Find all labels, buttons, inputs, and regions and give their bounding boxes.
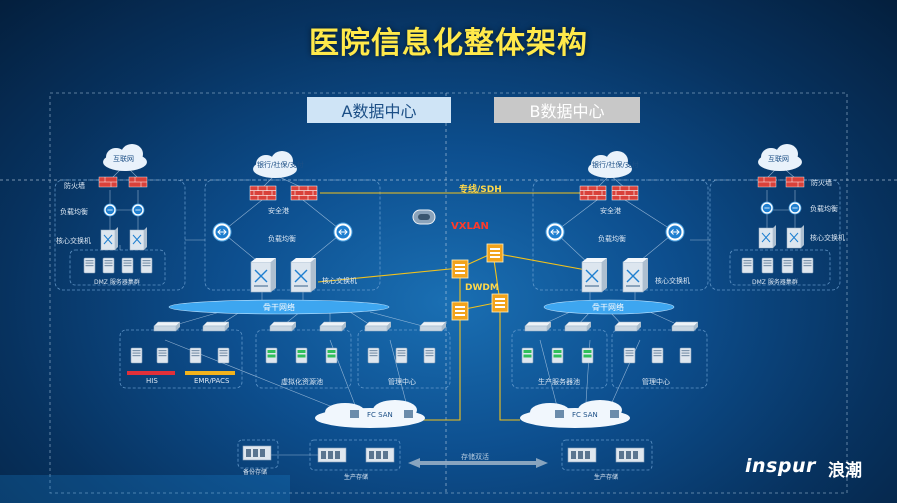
a-virt-label: 虚拟化资源池 bbox=[281, 378, 323, 386]
b-bank-label: 银行/社保/支付 bbox=[592, 161, 639, 169]
b-backbone-label: 骨干网络 bbox=[592, 303, 624, 312]
page-title: 医院信息化整体架构 bbox=[309, 26, 588, 61]
right-dmz-label: DMZ 服务器集群 bbox=[752, 279, 798, 286]
left-internet-label: 互联网 bbox=[113, 155, 134, 163]
emr-label: EMR/PACS bbox=[194, 377, 230, 385]
left-dmz-label: DMZ 服务器集群 bbox=[94, 279, 140, 286]
a-prod-storage-label: 生产存储 bbox=[344, 474, 369, 481]
left-core-label: 核心交换机 bbox=[56, 237, 91, 245]
right-core-label: 核心交换机 bbox=[810, 234, 845, 242]
left-firewall-label: 防火墙 bbox=[64, 182, 85, 190]
vxlan-label: VXLAN bbox=[451, 221, 489, 232]
left-lb-label: 负载均衡 bbox=[60, 208, 88, 216]
b-core-label: 核心交换机 bbox=[655, 277, 690, 285]
a-lb-label: 负载均衡 bbox=[268, 235, 296, 243]
a-gateway-label: 安全港 bbox=[268, 207, 289, 215]
datacenter-a-label: A数据中心 bbox=[307, 97, 451, 123]
datacenter-b-label: B数据中心 bbox=[494, 97, 640, 123]
a-backbone-label: 骨干网络 bbox=[263, 303, 295, 312]
a-core-label: 核心交换机 bbox=[322, 277, 357, 285]
right-firewall-label: 防火墙 bbox=[811, 179, 832, 187]
a-fcsan-label: FC SAN bbox=[367, 411, 393, 419]
a-bank-label: 银行/社保/支付 bbox=[257, 161, 304, 169]
right-lb-label: 负载均衡 bbox=[810, 205, 838, 213]
a-mgmt-label: 管理中心 bbox=[388, 378, 416, 386]
right-internet-label: 互联网 bbox=[768, 155, 789, 163]
inspur-logo: inspur bbox=[745, 455, 816, 477]
inspur-logo-cn: 浪潮 bbox=[828, 461, 862, 481]
sdh-label: 专线/SDH bbox=[459, 185, 502, 195]
b-prod-storage-label: 生产存储 bbox=[594, 474, 619, 481]
storage-dual-label: 存储双活 bbox=[461, 453, 489, 461]
b-mgmt-label: 管理中心 bbox=[642, 378, 670, 386]
b-lb-label: 负载均衡 bbox=[598, 235, 626, 243]
b-gateway-label: 安全港 bbox=[600, 207, 621, 215]
b-prod-pool-label: 生产服务器池 bbox=[538, 378, 580, 386]
his-label: HIS bbox=[146, 377, 158, 385]
backup-label: 备份存储 bbox=[243, 469, 268, 476]
b-fcsan-label: FC SAN bbox=[572, 411, 598, 419]
dwdm-label: DWDM bbox=[465, 283, 499, 293]
